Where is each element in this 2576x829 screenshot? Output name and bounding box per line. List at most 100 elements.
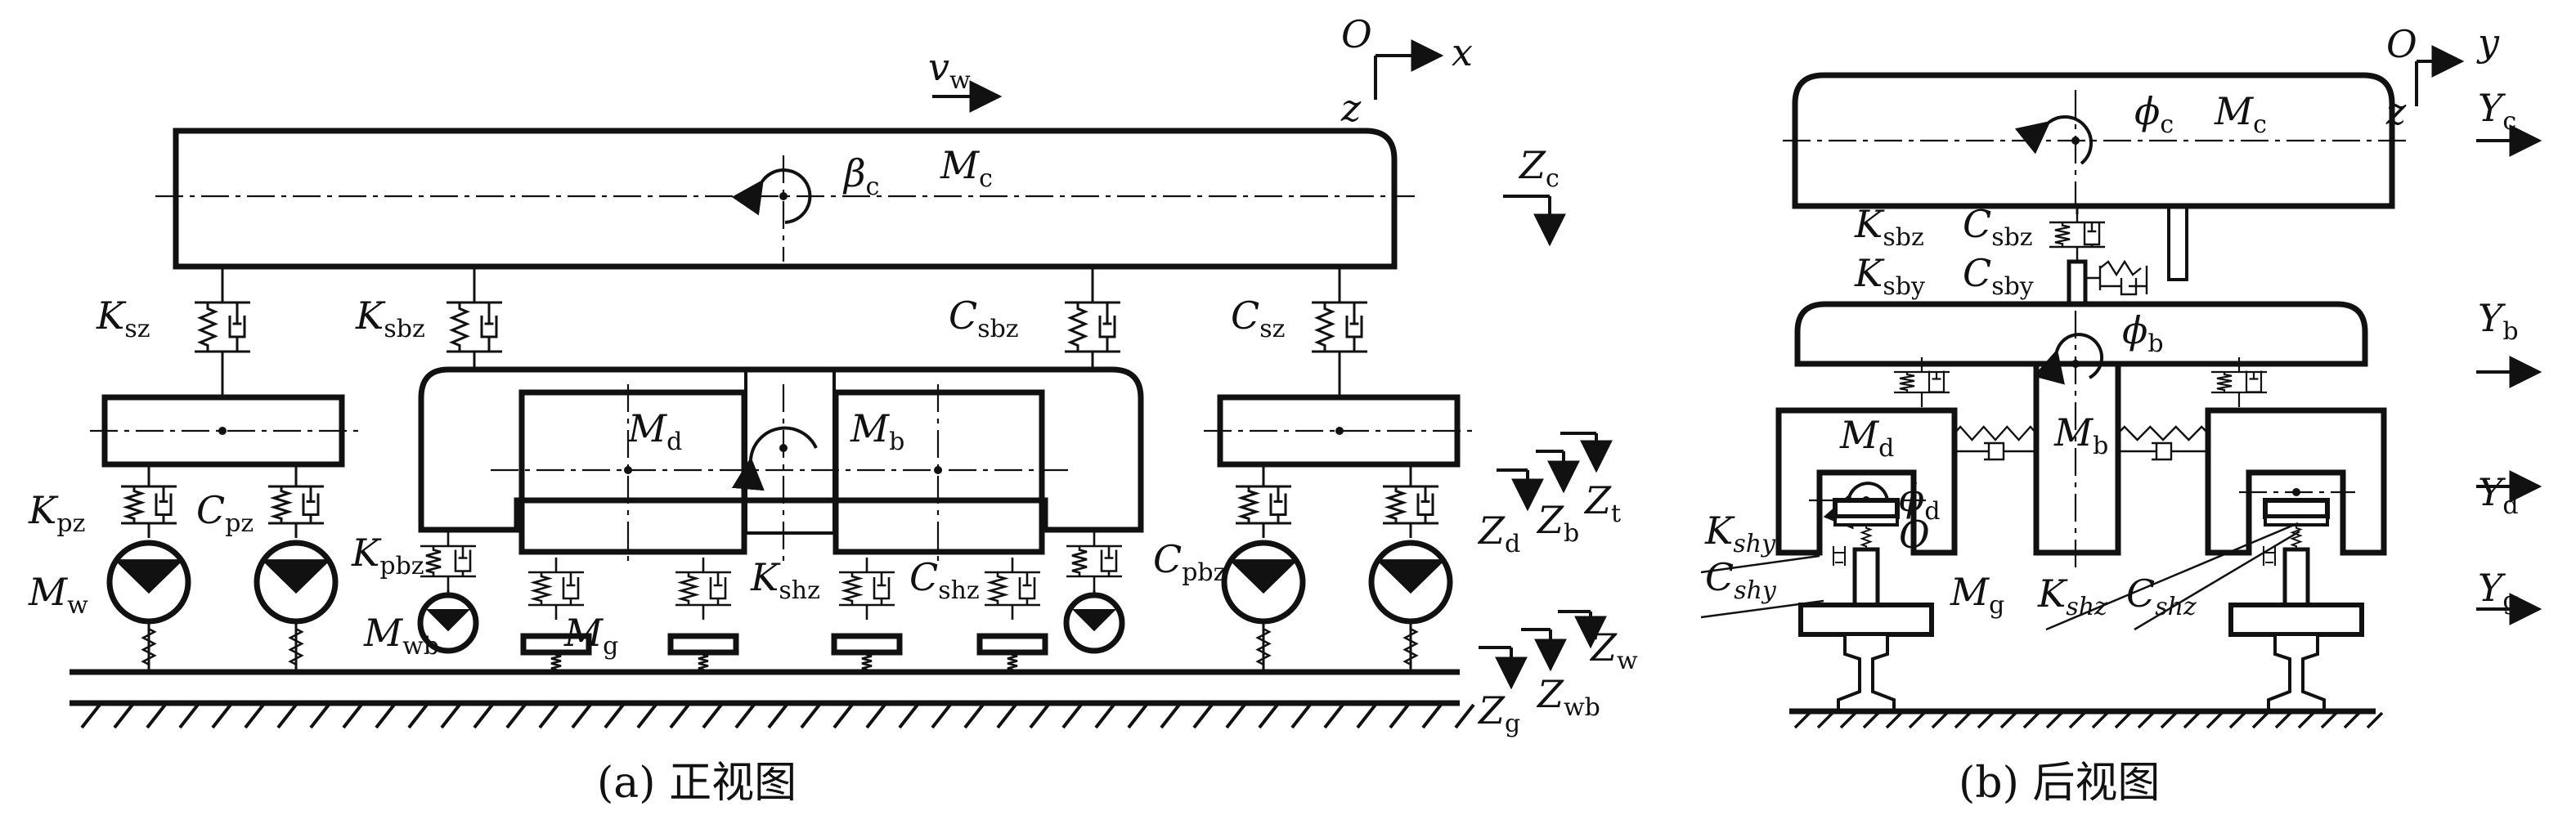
rear-axis-system: O y z	[2385, 20, 2500, 133]
damper-symbol	[2083, 222, 2101, 247]
lateral-spring-damper	[2098, 259, 2148, 296]
spring-symbol	[861, 652, 873, 672]
damper-symbol	[1928, 370, 1945, 393]
svg-text:Kshz: Kshz	[2037, 571, 2107, 621]
rear-lateral-springs	[1953, 425, 2210, 461]
velocity-vw: vw	[928, 45, 1003, 113]
front-mg: Mg	[563, 611, 618, 661]
front-axis-z: z	[1340, 86, 1362, 130]
front-cpbz: Cpbz	[1153, 537, 1226, 587]
front-view-caption: (a) 正视图	[597, 759, 797, 808]
damper-symbol	[562, 572, 580, 605]
front-mb: Mb	[850, 406, 904, 456]
front-mass-mc: Mc	[940, 143, 993, 193]
rail-profile	[2267, 633, 2326, 713]
spring-symbol	[1402, 623, 1419, 670]
svg-text:O: O	[2386, 22, 2417, 66]
spring-symbol	[677, 572, 700, 605]
damper-symbol	[155, 486, 173, 523]
spring-symbol	[550, 652, 562, 672]
svg-text:ϕc: ϕc	[2134, 89, 2174, 139]
gear-box-mg	[976, 633, 1048, 656]
svg-text:ϕb: ϕb	[2122, 308, 2164, 358]
svg-text:Md: Md	[1839, 413, 1894, 463]
rail-profile	[1837, 633, 1896, 713]
spring-symbol	[530, 572, 553, 605]
svg-text:Zc: Zc	[1518, 143, 1560, 193]
rear-view: O y z ϕc Mc Yc Ksbz Csbz Ksby Csby ϕb Yb…	[1700, 20, 2542, 808]
spring-symbol	[1860, 525, 1873, 549]
spring-symbol	[141, 623, 157, 670]
car-body-front	[173, 128, 1398, 270]
front-axis-x: x	[1452, 30, 1473, 74]
car-body-rear	[1792, 72, 2395, 209]
rear-rails	[1798, 498, 2364, 713]
spring-symbol	[841, 572, 864, 605]
spring-symbol	[986, 572, 1009, 605]
front-kpbz: Kpbz	[351, 531, 424, 580]
svg-text:Zt: Zt	[1583, 478, 1621, 528]
velocity-label: vw	[928, 45, 971, 95]
spring-symbol	[1314, 302, 1335, 352]
damper-symbol	[2245, 370, 2263, 393]
svg-text:Kshy: Kshy	[1704, 509, 1776, 558]
front-secondary-suspension	[195, 267, 1367, 397]
gear-box-mg	[667, 633, 739, 656]
spring-symbol	[2216, 372, 2233, 392]
axle-plate	[1798, 603, 1934, 637]
spring-symbol	[1007, 652, 1018, 672]
spring-symbol	[1236, 486, 1261, 523]
svg-text:Csby: Csby	[1963, 251, 2034, 301]
damper-symbol	[1018, 572, 1036, 605]
spring-symbol	[122, 486, 146, 523]
front-axis-system: O x z	[1340, 12, 1473, 130]
gear-box-mg	[831, 633, 903, 656]
svg-text:Ksbz: Ksbz	[1854, 202, 1924, 252]
svg-text:Mc: Mc	[2214, 89, 2267, 139]
front-ksz: Ksz	[96, 294, 150, 343]
rear-ground-hatch	[1793, 711, 2384, 729]
spring-symbol	[1071, 546, 1088, 576]
front-ksbz: Ksbz	[355, 294, 425, 343]
front-csbz: Csbz	[949, 294, 1019, 343]
svg-text:Zwb: Zwb	[1536, 672, 1600, 722]
ground-hatch	[80, 703, 1475, 729]
spring-symbol	[1384, 486, 1408, 523]
svg-text:Zw: Zw	[1589, 625, 1638, 675]
svg-text:Yb: Yb	[2478, 296, 2519, 346]
spring-symbol	[1255, 623, 1272, 670]
front-kshz: Kshz	[750, 555, 820, 605]
svg-text:Cshy: Cshy	[1705, 555, 1777, 605]
damper-symbol	[480, 302, 498, 352]
front-view: O x z vw βc Mc Zc Ksz Ks	[28, 12, 1638, 808]
damper-symbol	[454, 546, 472, 576]
svg-text:Yc: Yc	[2478, 86, 2516, 136]
spring-symbol	[449, 302, 470, 352]
front-mwb: Mwb	[363, 611, 439, 661]
svg-text:ϕd: ϕd	[1899, 476, 1941, 526]
front-cshz: Cshz	[909, 555, 980, 605]
spring-symbol	[2290, 525, 2303, 549]
center-bogie-frame	[418, 366, 1144, 533]
svg-text:Zd: Zd	[1477, 509, 1520, 558]
front-kpz: Kpz	[28, 488, 85, 538]
bogie-frame-rear	[1794, 301, 2368, 367]
spring-symbol	[288, 623, 304, 670]
svg-text:Ksby: Ksby	[1854, 251, 1925, 301]
front-primary-suspension	[106, 464, 1453, 672]
damper-symbol	[1098, 302, 1116, 352]
front-md: Md	[627, 406, 682, 456]
spring-symbol	[269, 486, 294, 523]
front-axis-origin: O	[1341, 12, 1372, 56]
svg-text:O: O	[1899, 513, 1930, 557]
svg-text:Yd: Yd	[2478, 470, 2519, 520]
damper-symbol	[1416, 486, 1434, 523]
front-zc-arrow: Zc	[1503, 143, 1566, 247]
damper-symbol	[1100, 546, 1118, 576]
rear-view-caption: (b) 后视图	[1959, 759, 2160, 808]
spring-symbol	[1067, 302, 1088, 352]
spring-symbol	[1899, 372, 1915, 392]
spring-symbol	[425, 546, 442, 576]
spring-symbol	[698, 652, 709, 672]
